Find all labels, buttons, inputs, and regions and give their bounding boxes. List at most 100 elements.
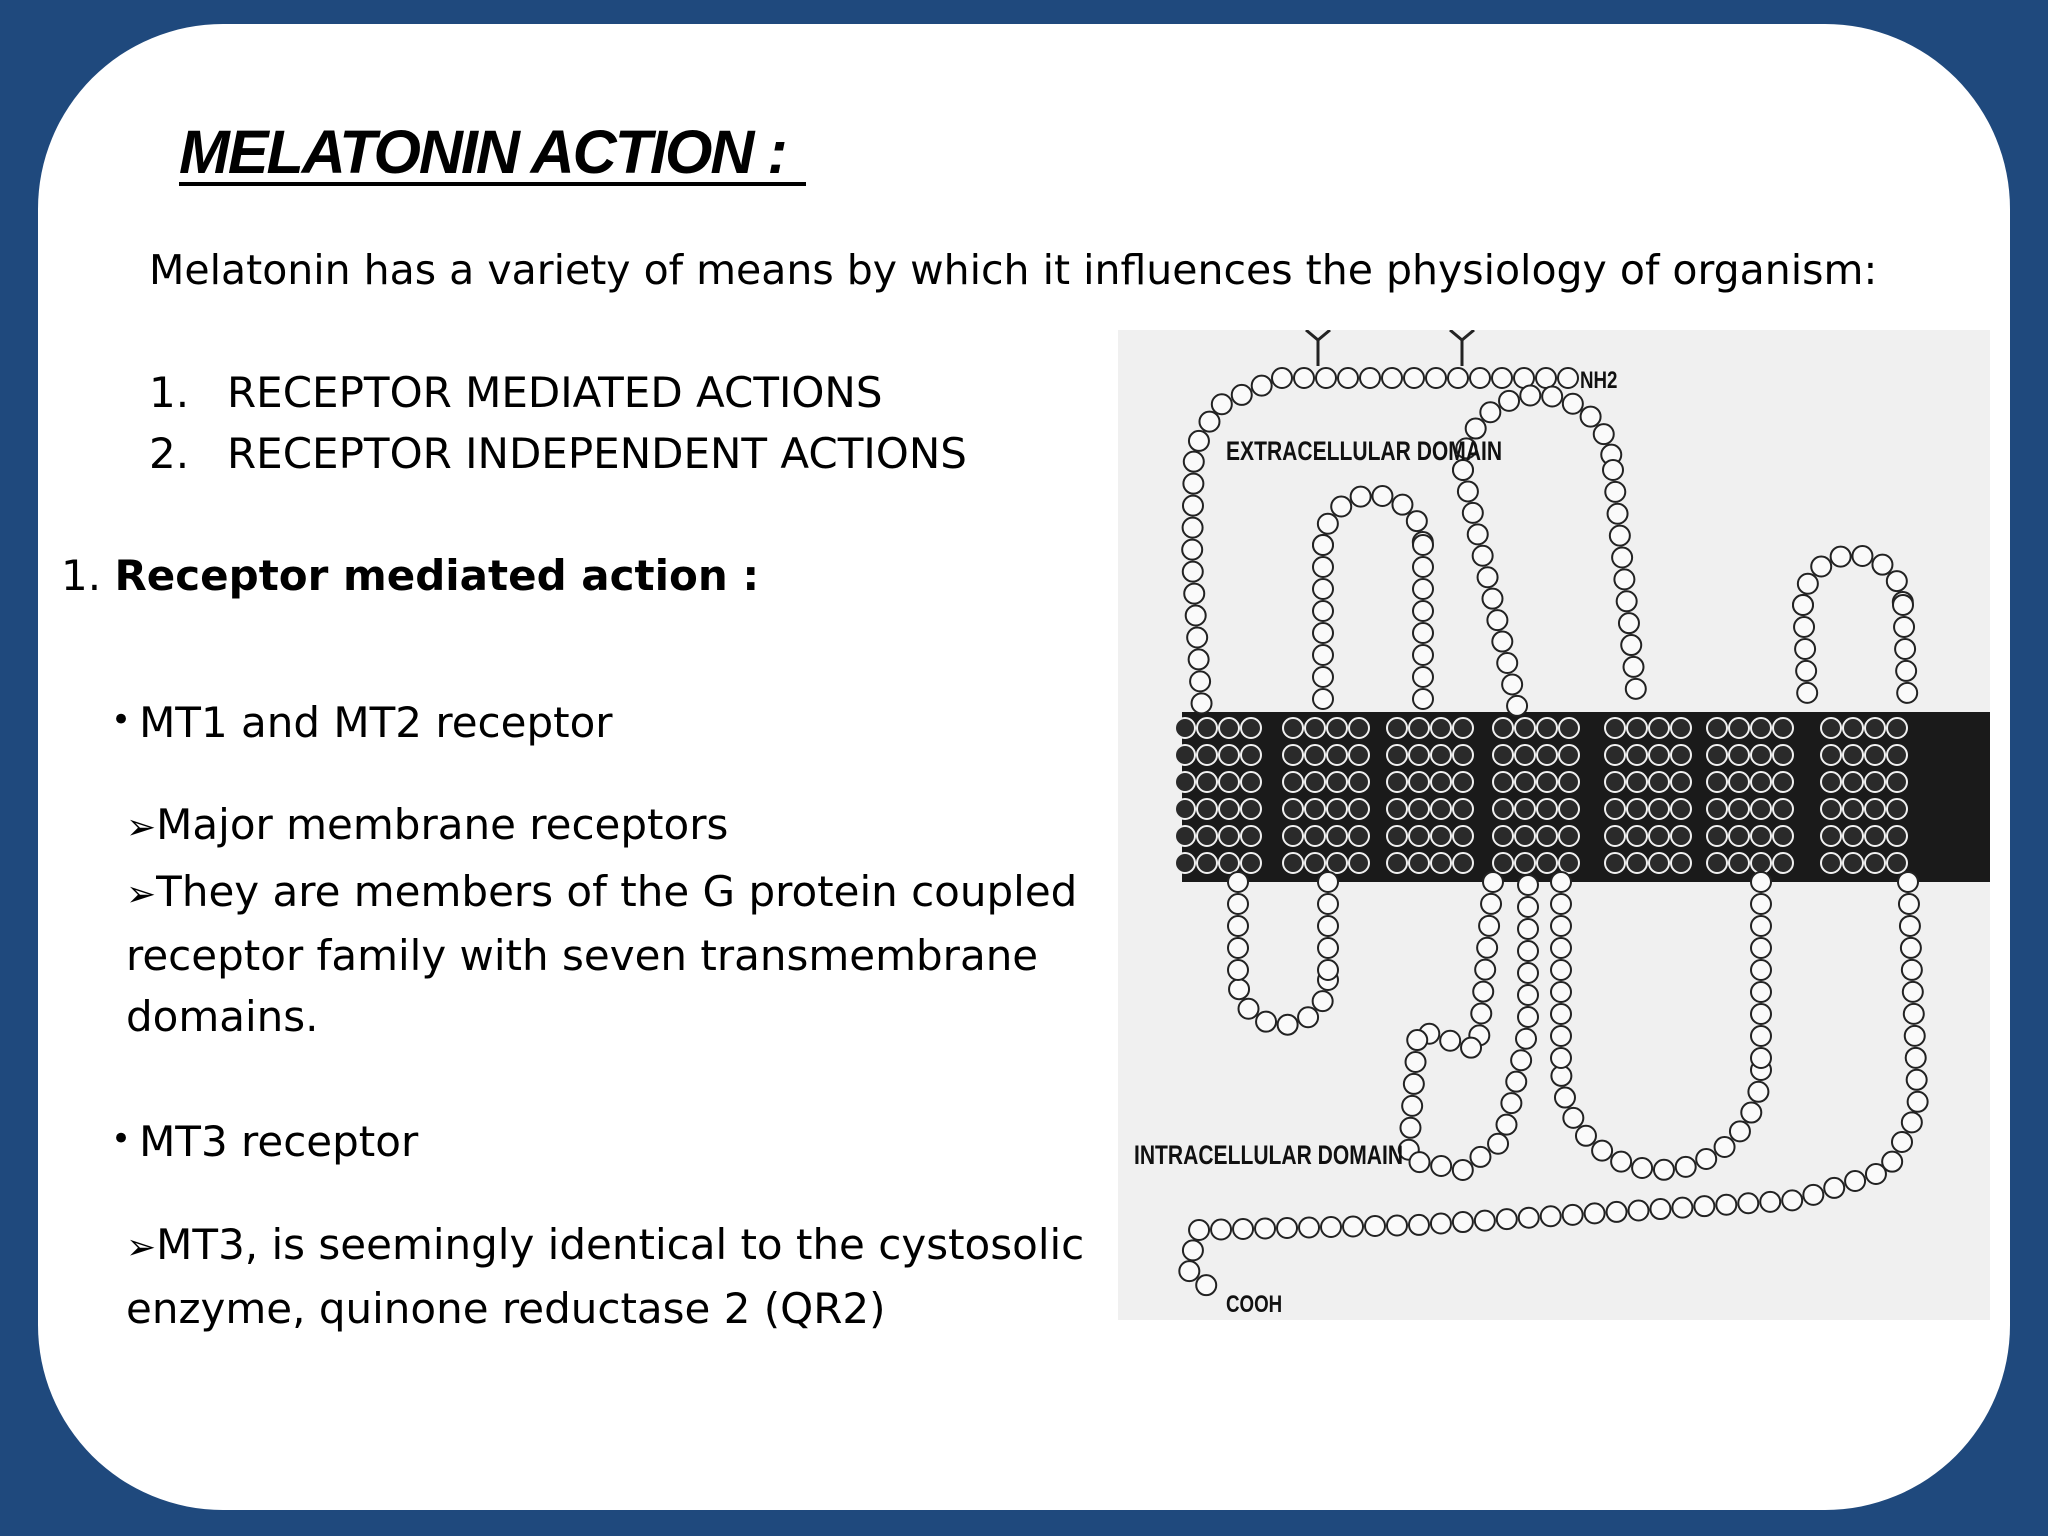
amino-acid-bead [1550,1047,1572,1069]
amino-acid-bead [1802,1183,1825,1206]
amino-acid-bead [1772,771,1794,793]
amino-acid-bead [1218,744,1240,766]
amino-acid-bead [1452,825,1474,847]
amino-acid-bead [1631,1156,1654,1179]
amino-acid-bead [1750,852,1772,874]
amino-acid-bead [1648,825,1670,847]
amino-acid-bead [1886,825,1908,847]
amino-acid-bead [1304,852,1326,874]
amino-acid-bead [1184,604,1207,627]
amino-acid-bead [1897,892,1920,915]
amino-acid-bead [1181,560,1204,583]
amino-acid-bead [1183,582,1206,605]
amino-acid-bead [1326,717,1348,739]
amino-acid-bead [1842,744,1864,766]
amino-acid-bead [1430,798,1452,820]
amino-acid-bead [1626,744,1648,766]
amino-acid-bead [1240,825,1262,847]
amino-acid-bead [1574,1124,1597,1147]
arrow-point-mt3: ➢MT3, is seemingly identical to the cyst… [126,1214,1106,1339]
amino-acid-bead [1536,744,1558,766]
amino-acid-bead [1728,825,1750,847]
amino-acid-bead [1558,852,1580,874]
amino-acid-bead [1320,1215,1343,1238]
amino-acid-bead [1517,940,1539,963]
amino-acid-bead [1188,1218,1211,1241]
amino-acid-bead [1297,1006,1320,1029]
amino-acid-bead [1894,637,1917,660]
amino-acid-bead [1728,744,1750,766]
amino-acid-bead [1897,871,1919,893]
amino-acid-bead [1190,692,1213,715]
amino-acid-bead [1492,798,1514,820]
amino-acid-bead [1626,798,1648,820]
amino-acid-bead [1728,798,1750,820]
amino-acid-bead [1386,771,1408,793]
amino-acid-bead [1466,523,1489,546]
amino-acid-bead [1408,825,1430,847]
amino-acid-bead [1408,852,1430,874]
amino-acid-bead [1408,1151,1431,1174]
amino-acid-bead [1842,717,1864,739]
amino-acid-bead [1604,852,1626,874]
amino-acid-bead [1412,534,1434,556]
receptor-diagram-svg [1174,330,1990,1297]
amino-acid-bead [1550,871,1572,893]
amino-acid-bead [1228,978,1251,1001]
list-item-2: 2.RECEPTOR INDEPENDENT ACTIONS [149,429,967,479]
amino-acid-bead [1904,1046,1927,1069]
amino-acid-bead [1282,798,1304,820]
amino-acid-bead [1412,644,1434,666]
amino-acid-bead [1282,717,1304,739]
amino-acid-bead [1412,556,1434,578]
amino-acid-bead [1455,437,1478,460]
arrow-text: MT3, is seemingly identical to the cysto… [126,1220,1085,1333]
amino-acid-bead [1561,392,1584,415]
amino-acid-bead [1381,367,1403,389]
amino-acid-bead [1759,1190,1782,1213]
amino-acid-bead [1348,771,1370,793]
amino-acid-bead [1670,744,1692,766]
amino-acid-bead [1772,798,1794,820]
amino-acid-bead [1903,1024,1926,1047]
amino-acid-bead [1842,852,1864,874]
amino-acid-bead [1505,1070,1528,1093]
amino-acid-bead [1606,502,1629,525]
amino-acid-bead [1480,892,1503,915]
amino-acid-bead [1348,744,1370,766]
amino-acid-bead [1317,893,1339,915]
amino-acid-bead [1430,1155,1453,1178]
amino-acid-bead [1750,915,1772,937]
amino-acid-bead [1772,825,1794,847]
amino-acid-bead [1430,825,1452,847]
amino-acid-bead [1864,852,1886,874]
amino-acid-chain [1174,367,1929,1297]
amino-acid-bead [1276,1216,1299,1239]
amino-acid-bead [1412,578,1434,600]
arrow-bullet-icon: ➢ [126,874,157,915]
amino-acid-bead [1316,512,1339,535]
amino-acid-bead [1359,367,1381,389]
amino-acid-bead [1469,1145,1492,1168]
amino-acid-bead [1254,1217,1277,1240]
list-number: 2. [149,429,190,478]
amino-acid-bead [1461,501,1484,524]
amino-acid-bead [1706,825,1728,847]
amino-acid-bead [1728,717,1750,739]
amino-acid-bead [1793,615,1816,638]
amino-acid-bead [1611,546,1634,569]
amino-acid-bead [1460,1036,1483,1059]
amino-acid-bead [1348,798,1370,820]
amino-acid-bead [1407,1213,1430,1236]
amino-acid-bead [1514,744,1536,766]
amino-acid-bead [1495,1208,1518,1231]
arrow-text: Major membrane receptors [156,800,729,849]
amino-acid-bead [1181,516,1204,539]
receptor-diagram: EXTRACELLULAR DOMAIN INTRACELLULAR DOMAI… [1118,330,1990,1320]
amino-acid-bead [1174,744,1196,766]
amino-acid-bead [1591,1139,1614,1162]
slide-title: MELATONIN ACTION : [179,118,801,186]
amino-acid-bead [1474,958,1497,981]
amino-acid-bead [1604,798,1626,820]
amino-acid-bead [1583,1202,1606,1225]
